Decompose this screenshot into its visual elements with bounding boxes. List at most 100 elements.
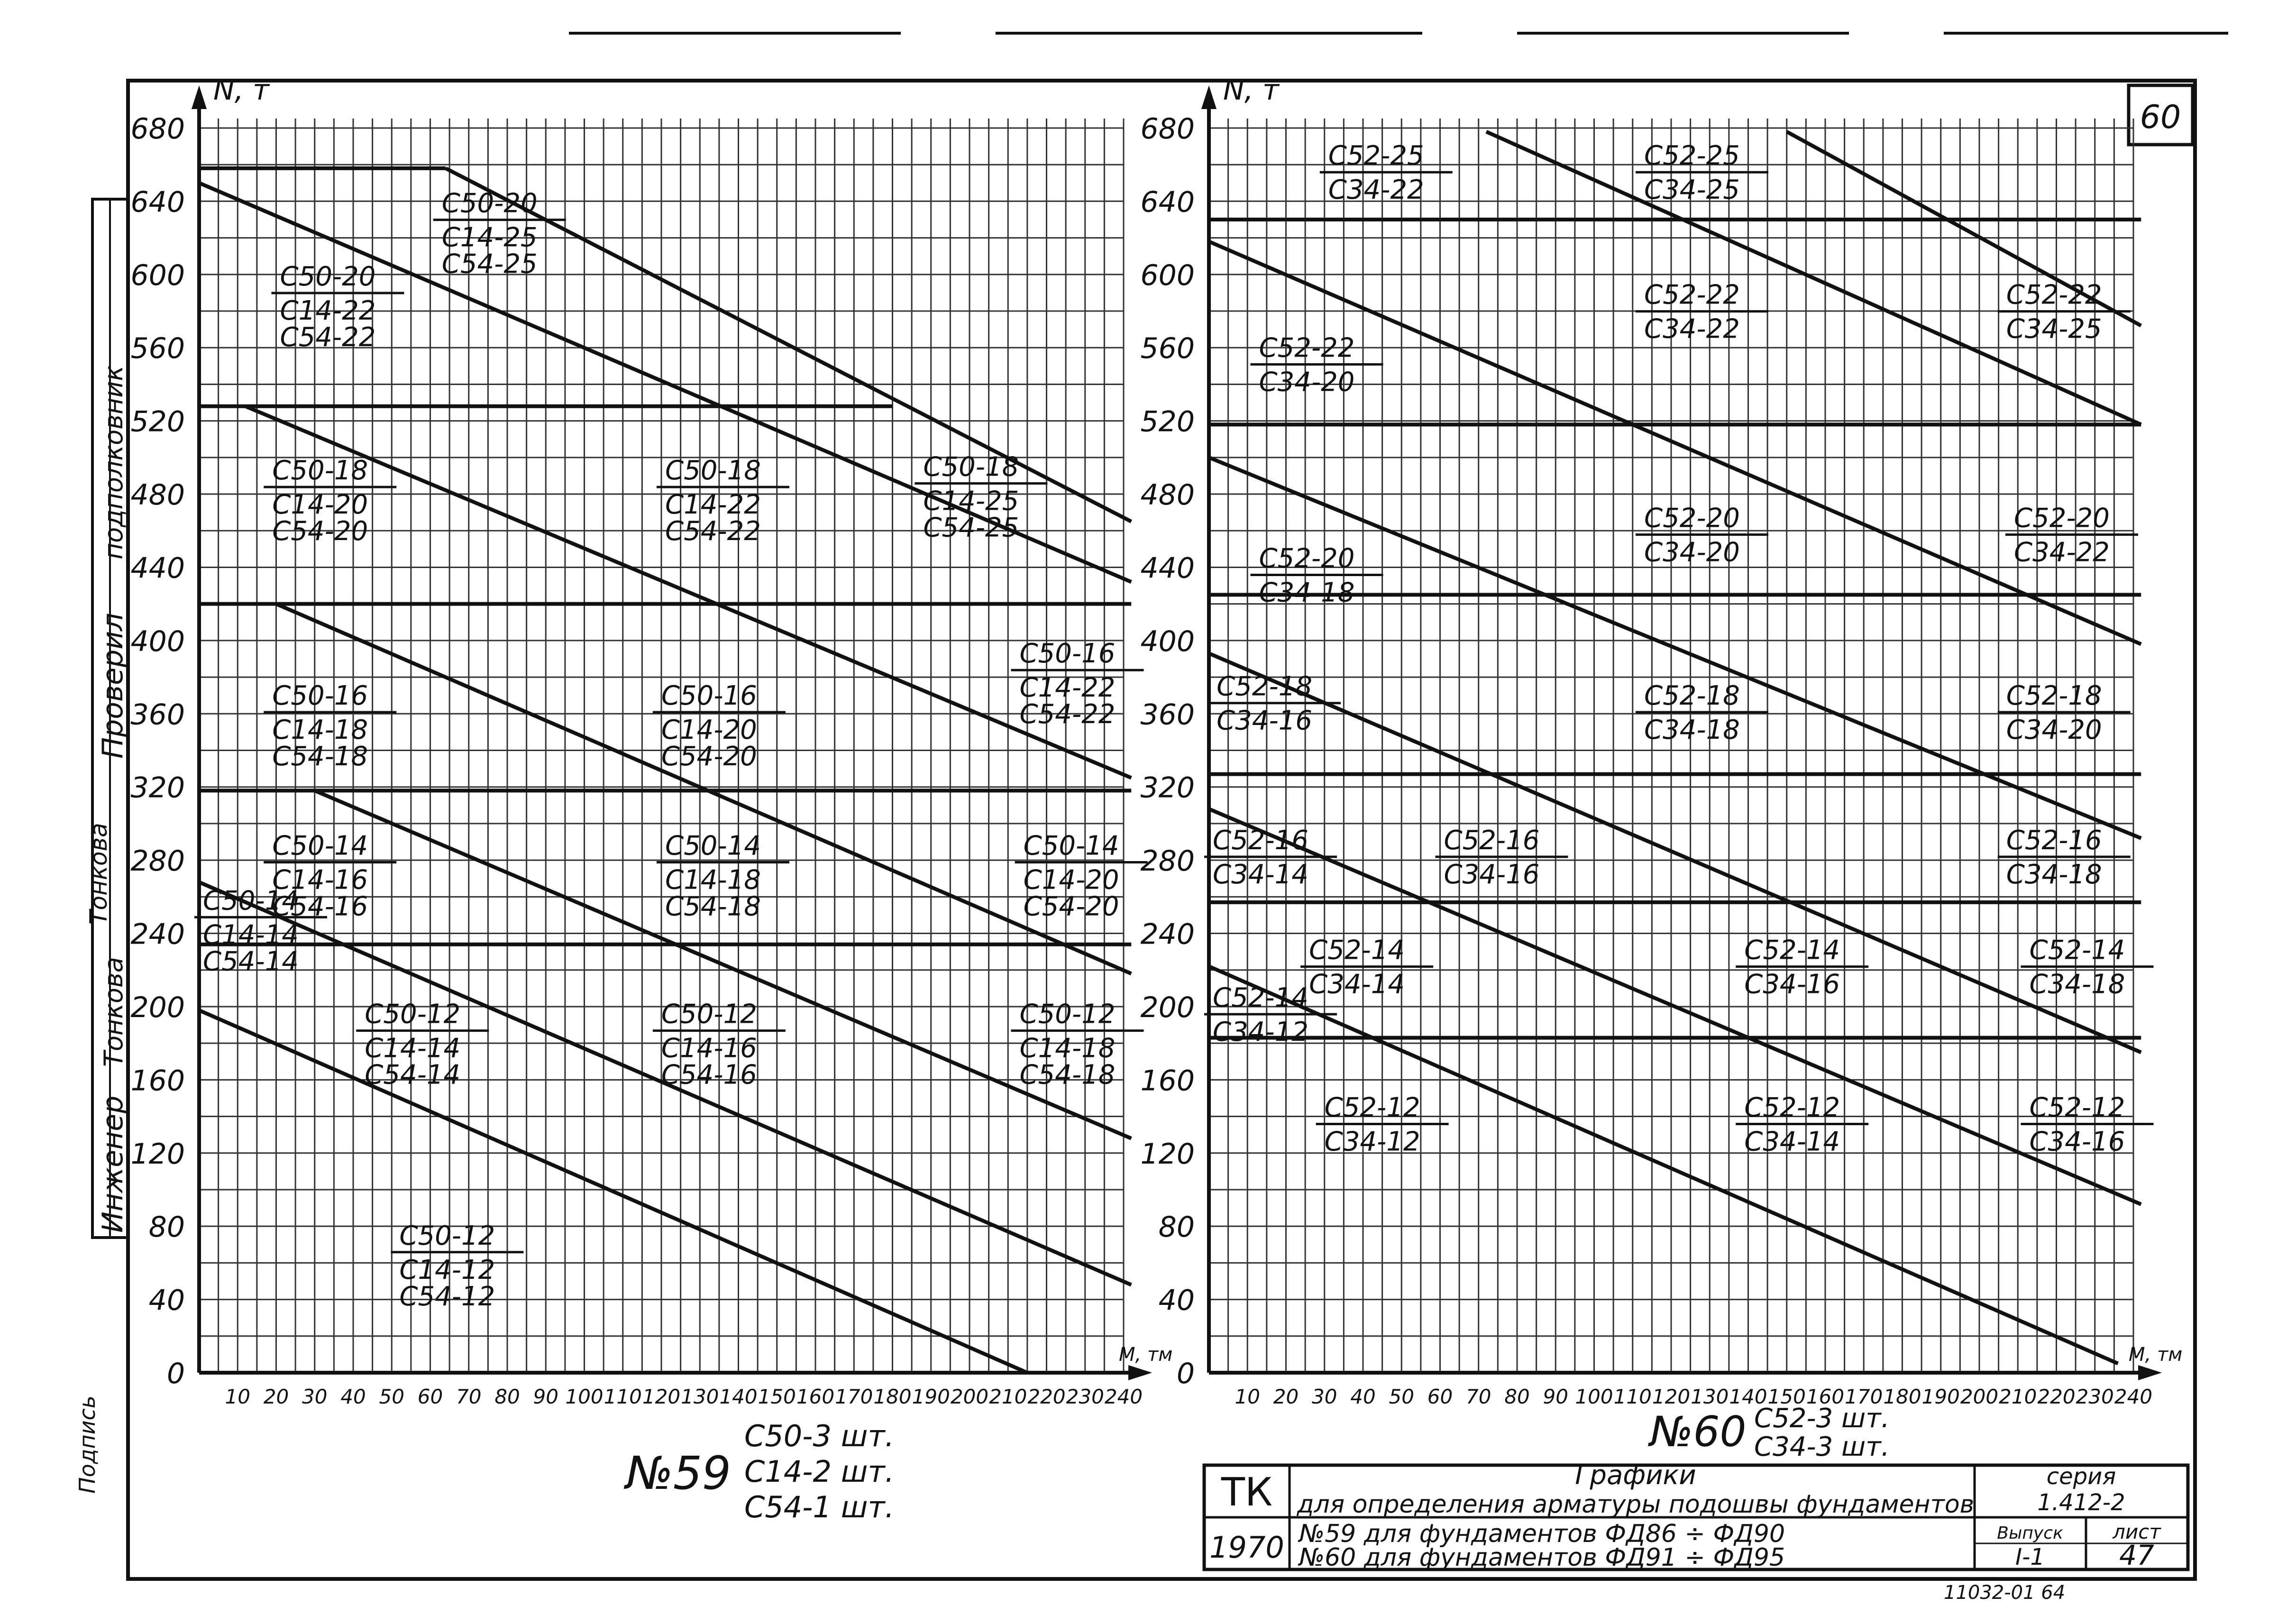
region-label-top: С50-20 (442, 188, 538, 219)
region-label-top: С52-16 (1444, 825, 1540, 856)
boundary-line (198, 880, 1132, 1287)
tb-line2: №60 для фундаментов ФД91 ÷ ФД95 (1298, 1543, 1785, 1572)
x-tick-label: 130 (1691, 1385, 1729, 1408)
chart-59-composition-0: С50-3 шт. (744, 1419, 894, 1453)
region-label-line: С34-18 (1644, 715, 1740, 745)
region-label-top: С50-18 (665, 455, 761, 486)
y-tick-label: 560 (1140, 332, 1195, 365)
region-label-top: С52-20 (1259, 543, 1355, 574)
chart-60-composition-0: С52-3 шт. (1754, 1403, 1890, 1434)
x-tick-label: 20 (1273, 1385, 1299, 1408)
region-label-top: С52-22 (1259, 333, 1355, 364)
chart-59-composition-1: С14-2 шт. (744, 1454, 894, 1489)
region-label-top: С50-12 (1020, 999, 1116, 1030)
x-tick-label: 50 (379, 1385, 404, 1408)
x-tick-label: 30 (1312, 1385, 1337, 1408)
x-tick-label: 160 (1806, 1385, 1844, 1408)
region-label-top: С52-12 (1744, 1092, 1840, 1123)
y-tick-label: 240 (1140, 918, 1195, 951)
region-label-top: С52-14 (1213, 982, 1308, 1013)
region-label-line: С54-22 (665, 516, 761, 547)
boundary-line (244, 404, 1132, 780)
y-tick-label: 440 (130, 551, 185, 585)
y-tick-label: 40 (1159, 1284, 1195, 1317)
boundary-line (1208, 651, 2142, 1055)
y-tick-label: 640 (130, 185, 185, 219)
sheet-number: 60 (2140, 99, 2181, 136)
tb-issue-label: Выпуск (1997, 1523, 2063, 1543)
y-tick-label: 480 (1140, 478, 1195, 512)
y-tick-label: 0 (167, 1357, 185, 1390)
x-tick-label: 240 (1105, 1385, 1143, 1408)
region-label-line: С14-18 (665, 865, 761, 896)
region-label-line: С14-20 (661, 715, 757, 745)
region-label-line: С54-14 (203, 946, 299, 977)
x-axis-arrow (1128, 1365, 1152, 1380)
tb-org: ТК (1221, 1470, 1272, 1515)
tb-sheet-label: лист (2112, 1520, 2161, 1543)
y-tick-label: 480 (130, 478, 185, 512)
y-axis-label: N, т (213, 73, 270, 107)
x-tick-label: 90 (533, 1385, 558, 1408)
tb-sheet-value: 47 (2119, 1539, 2154, 1571)
region-label-line: С34-20 (1644, 537, 1740, 568)
region-label-top: С50-14 (203, 885, 299, 916)
x-tick-label: 240 (2114, 1385, 2152, 1408)
region-label-top: С52-18 (1217, 671, 1312, 702)
x-tick-label: 190 (1922, 1385, 1960, 1408)
boundary-line (1208, 807, 2142, 1206)
x-tick-label: 210 (1999, 1385, 2037, 1408)
tb-subtitle: для определения арматуры подошвы фундаме… (1297, 1490, 1975, 1519)
region-label-top: С52-20 (1644, 503, 1740, 534)
title-block: ТК 1970 Графики для определения арматуры… (1202, 1460, 2190, 1572)
y-tick-label: 0 (1177, 1357, 1195, 1390)
region-label-top: С52-14 (1744, 935, 1840, 966)
y-tick-label: 520 (130, 405, 185, 439)
tb-title: Графики (1575, 1460, 1696, 1491)
region-label-line: С14-22 (280, 295, 376, 326)
region-label-line: С14-18 (272, 715, 368, 745)
x-tick-label: 170 (835, 1385, 873, 1408)
margin-label-3: Проверил (96, 613, 129, 759)
boundary-line (1208, 964, 2119, 1366)
x-tick-label: 90 (1543, 1385, 1568, 1408)
region-label-line: С34-16 (1744, 969, 1840, 1000)
region-label-line: С34-16 (2030, 1127, 2125, 1157)
region-label-top: С52-20 (2014, 503, 2110, 534)
x-tick-label: 120 (642, 1385, 680, 1408)
region-label-line: С54-16 (661, 1060, 757, 1091)
region-label-line: С34-12 (1213, 1017, 1308, 1047)
region-label-line: С34-25 (2006, 314, 2102, 345)
region-label-line: С34-22 (2014, 537, 2110, 568)
region-label-line: С34-14 (1309, 969, 1405, 1000)
x-tick-label: 220 (2037, 1385, 2075, 1408)
boundary-line (198, 181, 1132, 584)
chart-60-composition-1: С34-3 шт. (1754, 1431, 1890, 1462)
region-label-line: С34-22 (1644, 314, 1740, 345)
region-label-line: С34-16 (1217, 706, 1312, 736)
y-axis-arrow (192, 85, 207, 109)
y-tick-label: 240 (130, 918, 185, 951)
region-label-top: С52-16 (2006, 825, 2102, 856)
region-label-line: С14-22 (665, 489, 761, 520)
region-label-line: С34-20 (1259, 367, 1355, 398)
region-label-line: С14-25 (923, 486, 1019, 516)
x-tick-label: 190 (912, 1385, 950, 1408)
x-tick-label: 180 (873, 1385, 911, 1408)
region-label-line: С54-22 (1020, 699, 1116, 730)
region-label-line: С54-18 (665, 891, 761, 922)
x-tick-label: 150 (1768, 1385, 1806, 1408)
region-label-line: С34-25 (1644, 174, 1740, 205)
region-label-top: С52-12 (2030, 1092, 2125, 1123)
y-tick-label: 80 (149, 1211, 185, 1244)
region-label-top: С50-14 (272, 831, 368, 862)
x-tick-label: 80 (1504, 1385, 1529, 1408)
x-tick-label: 110 (604, 1385, 642, 1408)
region-label-top: С52-25 (1644, 140, 1740, 171)
margin-label-2: Тонкова (85, 823, 112, 925)
x-tick-label: 230 (1066, 1385, 1104, 1408)
x-tick-label: 10 (1235, 1385, 1260, 1408)
region-label-top: С50-18 (923, 451, 1019, 482)
x-tick-label: 40 (1350, 1385, 1375, 1408)
